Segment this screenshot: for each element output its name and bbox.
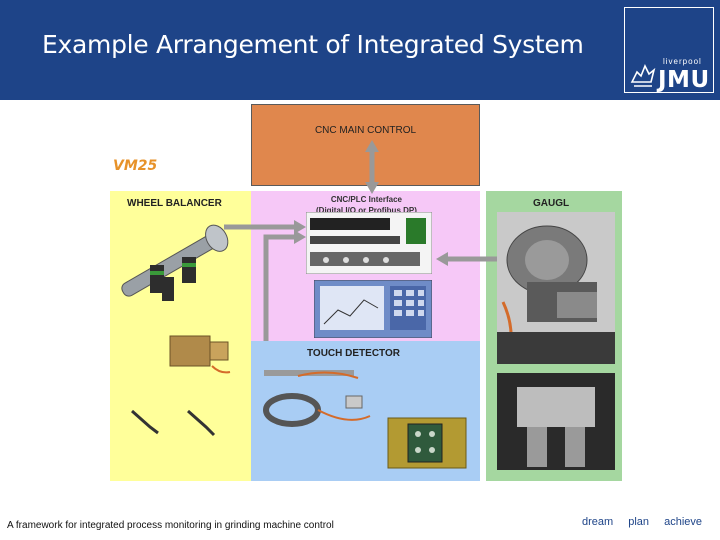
footer-caption: A framework for integrated process monit… (7, 520, 334, 531)
tagline-plan: plan (628, 516, 649, 528)
touch-detector-arrow (266, 237, 296, 341)
tagline-achieve: achieve (664, 516, 702, 528)
tagline-dream: dream (582, 516, 613, 528)
footer-tagline: dream plan achieve (582, 516, 714, 528)
